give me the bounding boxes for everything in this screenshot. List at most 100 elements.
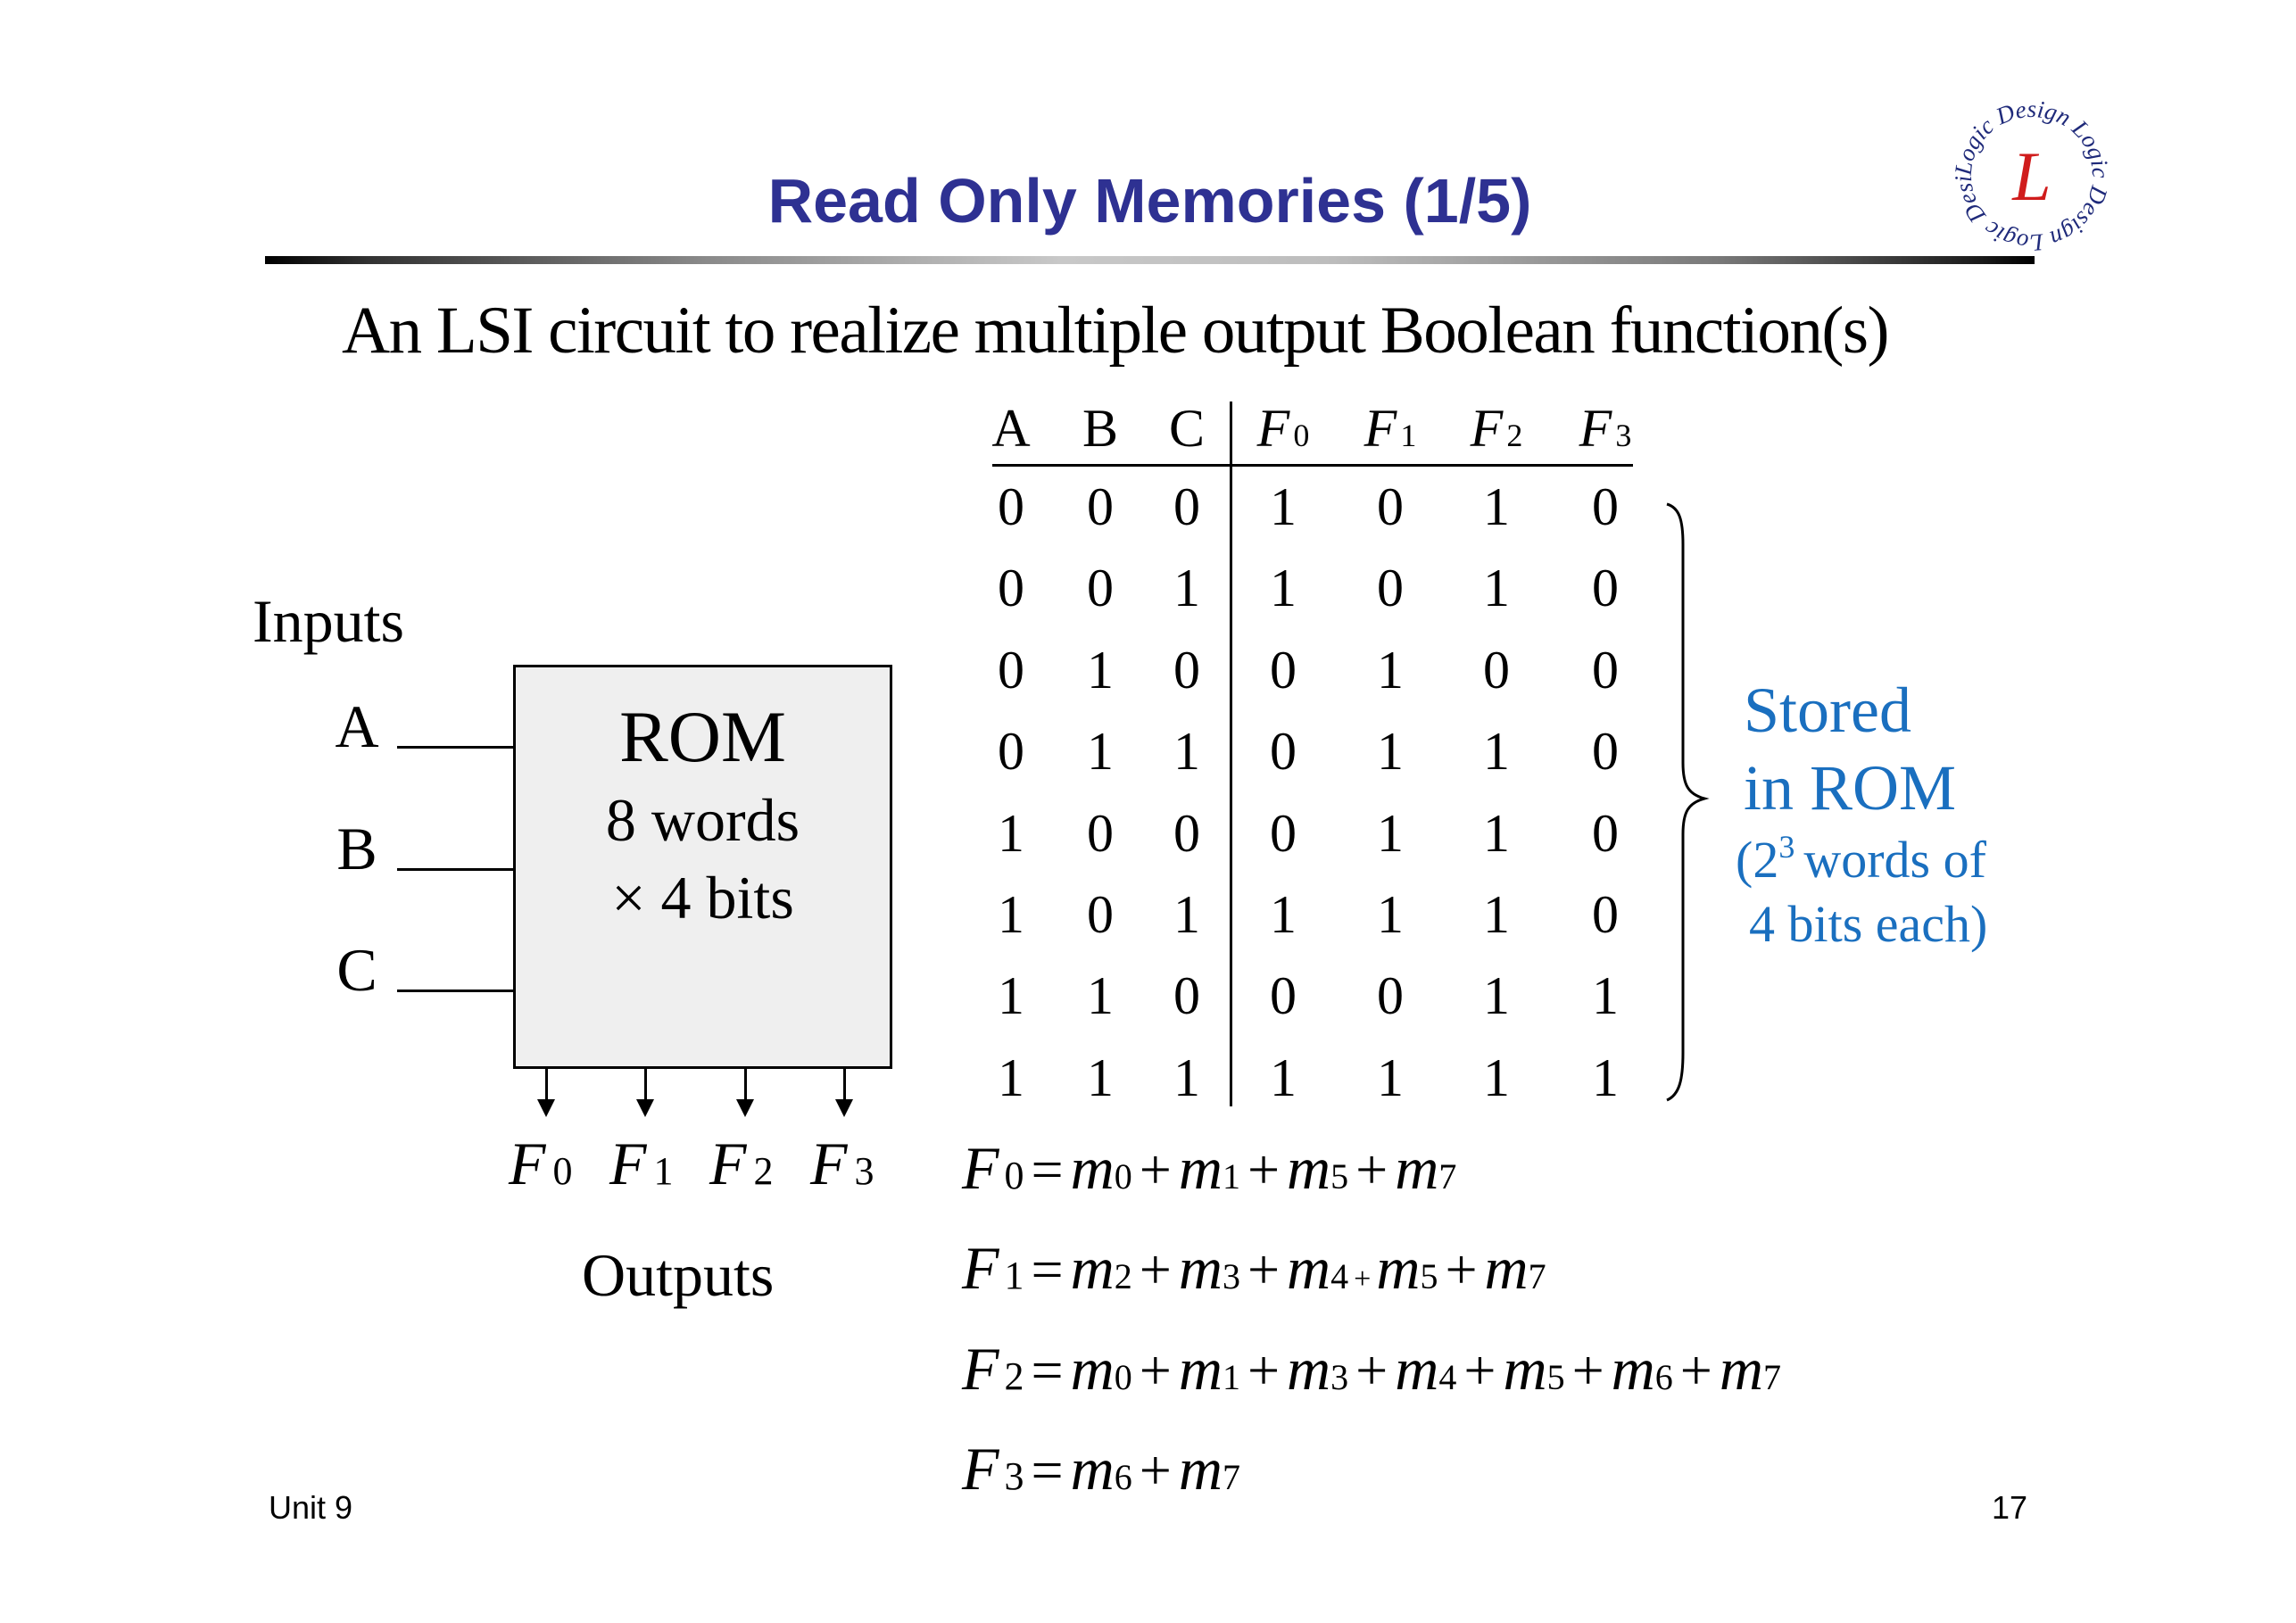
right-brace-icon xyxy=(1666,502,1710,1102)
minterm-index: 0 xyxy=(1114,1156,1132,1197)
input-line-a xyxy=(397,746,514,749)
minterm-symbol: m xyxy=(1395,1335,1439,1403)
minterm-symbol: m xyxy=(1376,1234,1421,1302)
minterm-index: 0 xyxy=(1114,1357,1132,1397)
minterm-index: 2 xyxy=(1114,1256,1132,1296)
table-cell-input: 0 xyxy=(998,640,1024,700)
output-line-f1 xyxy=(644,1069,647,1103)
table-cell-input: 1 xyxy=(1087,966,1114,1026)
plus-sign: + xyxy=(1445,1238,1478,1301)
table-cell-output: 1 xyxy=(1483,803,1510,863)
table-cell-output: 0 xyxy=(1592,559,1619,618)
table-cell-input: 1 xyxy=(998,803,1024,863)
table-cell-output: 0 xyxy=(1270,640,1297,700)
plus-sign: + xyxy=(1139,1138,1172,1201)
table-cell-input: 1 xyxy=(998,885,1024,944)
table-cell-output: 0 xyxy=(1592,722,1619,782)
header-subscript: 0 xyxy=(1293,418,1310,453)
table-cell-input: 1 xyxy=(998,966,1024,1026)
table-cell-output: 1 xyxy=(1592,966,1619,1026)
equation-lhs-symbol: F xyxy=(962,1234,999,1302)
table-cell-output: 1 xyxy=(1377,803,1404,863)
rom-block-words: 8 words xyxy=(605,786,800,854)
minterm-symbol: m xyxy=(1178,1435,1223,1503)
arrow-down-icon xyxy=(636,1099,654,1117)
title-divider xyxy=(265,256,2035,264)
inputs-label: Inputs xyxy=(253,587,404,655)
table-cell-input: 0 xyxy=(1173,803,1200,863)
output-symbol: F xyxy=(709,1130,747,1197)
table-cell-output: 1 xyxy=(1377,722,1404,782)
table-cell-output: 1 xyxy=(1483,477,1510,536)
table-column-divider xyxy=(1230,402,1232,1106)
table-cell-input: 0 xyxy=(1087,559,1114,618)
plus-sign: + xyxy=(1355,1138,1388,1201)
arrow-down-icon xyxy=(537,1099,555,1117)
minterm-index: 4 xyxy=(1330,1256,1349,1296)
table-cell-output: 0 xyxy=(1592,640,1619,700)
equation-lhs-symbol: F xyxy=(962,1335,999,1403)
header-symbol: F xyxy=(1579,399,1612,458)
plus-sign: + xyxy=(1139,1338,1172,1402)
output-line-f2 xyxy=(744,1069,747,1103)
minterm-index: 5 xyxy=(1420,1256,1438,1296)
table-cell-input: 1 xyxy=(1173,1047,1200,1107)
input-line-c xyxy=(397,990,514,992)
header-symbol: F xyxy=(1470,399,1504,458)
annotation-words-of: words of xyxy=(1803,831,1986,889)
output-subscript: 2 xyxy=(753,1149,774,1193)
table-cell-output: 0 xyxy=(1592,803,1619,863)
equation-lhs-subscript: 2 xyxy=(1004,1354,1024,1398)
plus-sign: + xyxy=(1247,1238,1281,1301)
table-cell-output: 0 xyxy=(1377,477,1404,536)
minterm-symbol: m xyxy=(1070,1134,1115,1202)
table-cell-input: 1 xyxy=(1087,640,1114,700)
output-subscript: 3 xyxy=(854,1149,874,1193)
output-subscript: 0 xyxy=(552,1149,573,1193)
table-cell-output: 0 xyxy=(1270,966,1297,1026)
table-header-b: B xyxy=(1082,399,1119,458)
equals-sign: = xyxy=(1031,1438,1064,1502)
minterm-index: 4 xyxy=(1438,1357,1457,1397)
table-cell-input: 1 xyxy=(1173,559,1200,618)
output-symbol: F xyxy=(609,1130,647,1197)
minterm-symbol: m xyxy=(1287,1234,1331,1302)
minterm-index: 5 xyxy=(1546,1357,1565,1397)
table-cell-output: 1 xyxy=(1483,885,1510,944)
equals-sign: = xyxy=(1031,1238,1064,1301)
minterm-symbol: m xyxy=(1070,1234,1115,1302)
table-header-c: C xyxy=(1168,399,1206,458)
minterm-symbol: m xyxy=(1178,1134,1223,1202)
header-subscript: 2 xyxy=(1506,418,1523,453)
plus-sign: + xyxy=(1247,1338,1281,1402)
table-cell-output: 1 xyxy=(1483,722,1510,782)
table-cell-output: 1 xyxy=(1270,559,1297,618)
minterm-index: 7 xyxy=(1762,1357,1781,1397)
logo-center-letter: L xyxy=(2011,137,2051,215)
plus-sign: + xyxy=(1139,1438,1172,1502)
plus-sign: + xyxy=(1247,1138,1281,1201)
table-cell-input: 0 xyxy=(1087,803,1114,863)
rom-block xyxy=(513,665,892,1069)
rom-block-title: ROM xyxy=(619,696,786,777)
table-cell-input: 0 xyxy=(998,722,1024,782)
input-label-c: C xyxy=(336,936,377,1004)
equals-sign: = xyxy=(1031,1338,1064,1402)
minterm-index: 7 xyxy=(1438,1156,1457,1197)
footer-unit: Unit 9 xyxy=(269,1489,353,1526)
minterm-symbol: m xyxy=(1287,1335,1331,1403)
outputs-label: Outputs xyxy=(582,1241,775,1309)
equation-lhs-subscript: 0 xyxy=(1004,1154,1024,1197)
equation-lhs-symbol: F xyxy=(962,1134,999,1202)
plus-sign: + xyxy=(1354,1263,1372,1296)
annotation-stored: Stored xyxy=(1744,675,1911,746)
table-cell-input: 0 xyxy=(998,477,1024,536)
minterm-index: 6 xyxy=(1654,1357,1673,1397)
